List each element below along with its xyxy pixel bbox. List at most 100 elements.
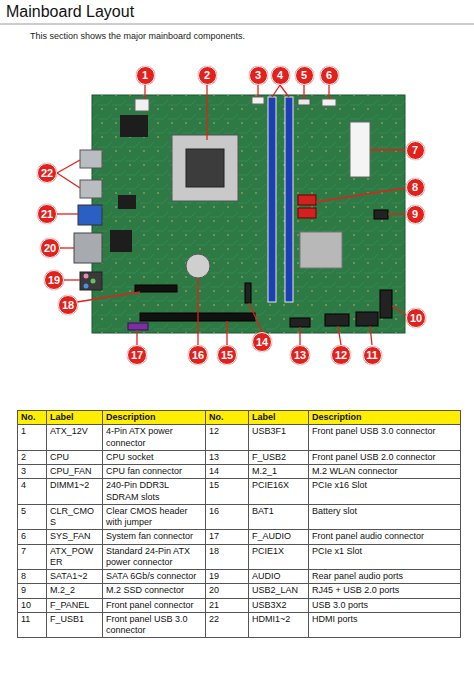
atx-power-connector (350, 122, 370, 177)
f-audio-header (128, 323, 148, 330)
table-cell: Label (249, 411, 309, 425)
table-cell: 4-Pin ATX power connector (103, 425, 206, 451)
hdmi-port (80, 150, 102, 168)
dimm-slot (268, 97, 276, 302)
callout-circle: 5 (295, 66, 314, 85)
leader-line (57, 160, 80, 173)
callout-number: 6 (326, 70, 332, 81)
cell-text: 16 (209, 506, 219, 516)
table-cell: AUDIO (249, 570, 309, 584)
callout-circle: 22 (37, 163, 57, 183)
callout-circle: 10 (406, 308, 426, 328)
table-cell: CPU socket (103, 450, 206, 464)
callout-number: 7 (412, 145, 418, 156)
table-cell: No. (18, 411, 47, 425)
callout-circle: 3 (249, 66, 268, 85)
table-cell: 16 (206, 504, 249, 530)
cell-text: 4 (21, 480, 26, 490)
cell-text: 3 (21, 466, 26, 476)
callout-number: 10 (410, 313, 422, 324)
table-cell: No. (206, 411, 249, 425)
cell-text: 7 (21, 546, 26, 556)
cell-text: CLR_CMOS (50, 506, 94, 527)
callout-number: 20 (44, 243, 56, 254)
cell-text: System fan connector (106, 531, 193, 541)
table-row: 5CLR_CMOSClear CMOS header with jumper16… (18, 504, 461, 530)
callout-circle: 16 (188, 345, 208, 365)
pcie-x1-slot (135, 285, 177, 292)
table-cell: 9 (18, 584, 47, 598)
cell-text: USB3F1 (252, 426, 286, 436)
cell-text: M.2 WLAN connector (312, 466, 398, 476)
table-cell: F_USB2 (249, 450, 309, 464)
cell-text: USB3X2 (252, 600, 287, 610)
callout-circle: 15 (217, 345, 237, 365)
cell-text: 12 (209, 426, 219, 436)
table-cell: 6 (18, 530, 47, 544)
table-row: 3CPU_FANCPU fan connector14M.2_1M.2 WLAN… (18, 465, 461, 479)
f-usb1-header (356, 312, 378, 326)
table-row: 11F_USB1Front panel USB 3.0 connector22H… (18, 612, 461, 638)
caption-text: This section shows the major mainboard c… (30, 31, 245, 41)
cell-text: 13 (209, 452, 219, 462)
cell-text: Front panel USB 3.0 connector (106, 614, 188, 635)
table-row: 6SYS_FANSystem fan connector17F_AUDIOFro… (18, 530, 461, 544)
cell-text: 11 (21, 614, 30, 624)
table-cell: USB2_LAN (249, 584, 309, 598)
cell-text: Description (312, 412, 362, 422)
page-title: Mainboard Layout (6, 3, 134, 21)
table-cell: PCIE16X (249, 479, 309, 505)
callout-number: 18 (62, 300, 74, 311)
cell-text: F_USB1 (50, 614, 84, 624)
cell-text: F_AUDIO (252, 531, 291, 541)
cell-text: SYS_FAN (50, 531, 91, 541)
leader-line (57, 173, 80, 188)
callout-number: 19 (48, 275, 60, 286)
table-cell: 7 (18, 544, 47, 570)
table-cell: Battery slot (309, 504, 461, 530)
cell-text: Front panel connector (106, 600, 194, 610)
table-cell: Description (309, 411, 461, 425)
leader-line (60, 247, 74, 248)
cell-text: DIMM1~2 (50, 480, 89, 490)
cpu-socket-pins (186, 149, 224, 187)
table-cell: 1 (18, 425, 47, 451)
cell-text: F_PANEL (50, 600, 89, 610)
table-cell: F_AUDIO (249, 530, 309, 544)
table-cell: 20 (206, 584, 249, 598)
callout-circle: 12 (331, 345, 351, 365)
cell-text: 4-Pin ATX power connector (106, 426, 173, 447)
cell-text: HDMI1~2 (252, 614, 290, 624)
table-cell: USB3F1 (249, 425, 309, 451)
cell-text: 10 (21, 600, 31, 610)
table-cell: Front panel connector (103, 598, 206, 612)
leader-line (280, 85, 289, 97)
m2-wlan-connector (245, 283, 251, 303)
cell-text: Front panel USB 3.0 connector (312, 426, 436, 436)
cell-text: 9 (21, 585, 26, 595)
table-cell: SATA 6Gb/s connector (103, 570, 206, 584)
table-cell: 240-Pin DDR3L SDRAM slots (103, 479, 206, 505)
table-cell: DIMM1~2 (47, 479, 103, 505)
leader-line (77, 292, 140, 302)
table-cell: 19 (206, 570, 249, 584)
table-cell: SATA1~2 (47, 570, 103, 584)
table-cell: USB3X2 (249, 598, 309, 612)
table-cell: 3 (18, 465, 47, 479)
table-cell: System fan connector (103, 530, 206, 544)
callout-circle: 19 (44, 270, 64, 290)
cell-text: BAT1 (252, 506, 274, 516)
cell-text: 15 (209, 480, 219, 490)
table-cell: USB 3.0 ports (309, 598, 461, 612)
cell-text: No. (209, 412, 224, 422)
cell-text: HDMI ports (312, 614, 358, 624)
chipset (300, 232, 342, 268)
leader-line (64, 279, 80, 280)
cell-text: 240-Pin DDR3L SDRAM slots (106, 480, 169, 501)
callout-number: 16 (192, 350, 204, 361)
leader-line (57, 213, 78, 214)
table-cell: 4 (18, 479, 47, 505)
table-cell: M.2_2 (47, 584, 103, 598)
cell-text: M.2_2 (50, 585, 75, 595)
table-cell: HDMI ports (309, 612, 461, 638)
